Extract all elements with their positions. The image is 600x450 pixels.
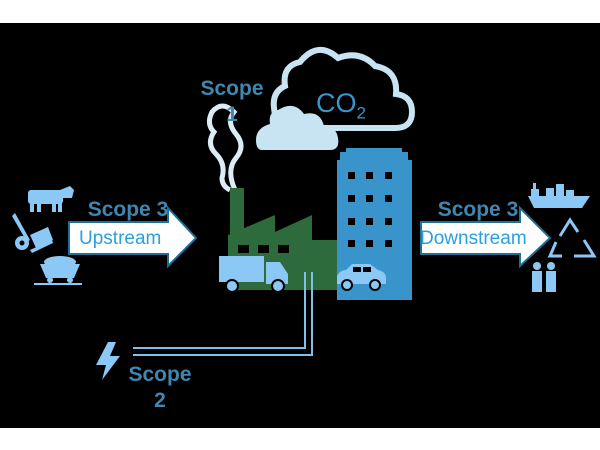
people-icon	[532, 262, 556, 292]
cargo-ship-icon	[528, 183, 590, 208]
scope-2-word: Scope	[128, 363, 192, 386]
cloud-icon	[256, 47, 416, 150]
scope-3-downstream-title: Scope 3	[437, 198, 519, 221]
scope-1-number: 1	[226, 103, 238, 126]
scope-3-upstream-title: Scope 3	[78, 197, 178, 223]
scope-2-number: 2	[154, 389, 166, 412]
scope-1-word: Scope	[200, 77, 264, 100]
hand-truck-icon	[12, 213, 53, 253]
scope-2-label: Scope 2	[124, 362, 196, 414]
scope-3-upstream-number: 3	[156, 198, 169, 221]
truck-icon	[219, 256, 288, 293]
scope-3-upstream-word: Scope	[87, 198, 151, 221]
car-icon	[337, 264, 386, 291]
mine-cart-icon	[34, 256, 82, 285]
power-line	[133, 272, 313, 356]
smoke-icon	[206, 103, 244, 193]
upstream-arrow	[68, 205, 198, 269]
office-building-icon	[337, 148, 412, 300]
scope-1-label: Scope 1	[196, 76, 268, 128]
co2-label: CO2	[316, 88, 366, 123]
co2-main: CO	[316, 88, 357, 118]
co2-subscript: 2	[356, 103, 366, 123]
recycle-icon	[547, 217, 597, 258]
upstream-label: Upstream	[79, 228, 162, 249]
downstream-arrow	[420, 205, 552, 269]
lightning-icon	[96, 342, 120, 380]
downstream-label: Downstream	[420, 228, 527, 249]
cow-icon	[28, 186, 74, 212]
